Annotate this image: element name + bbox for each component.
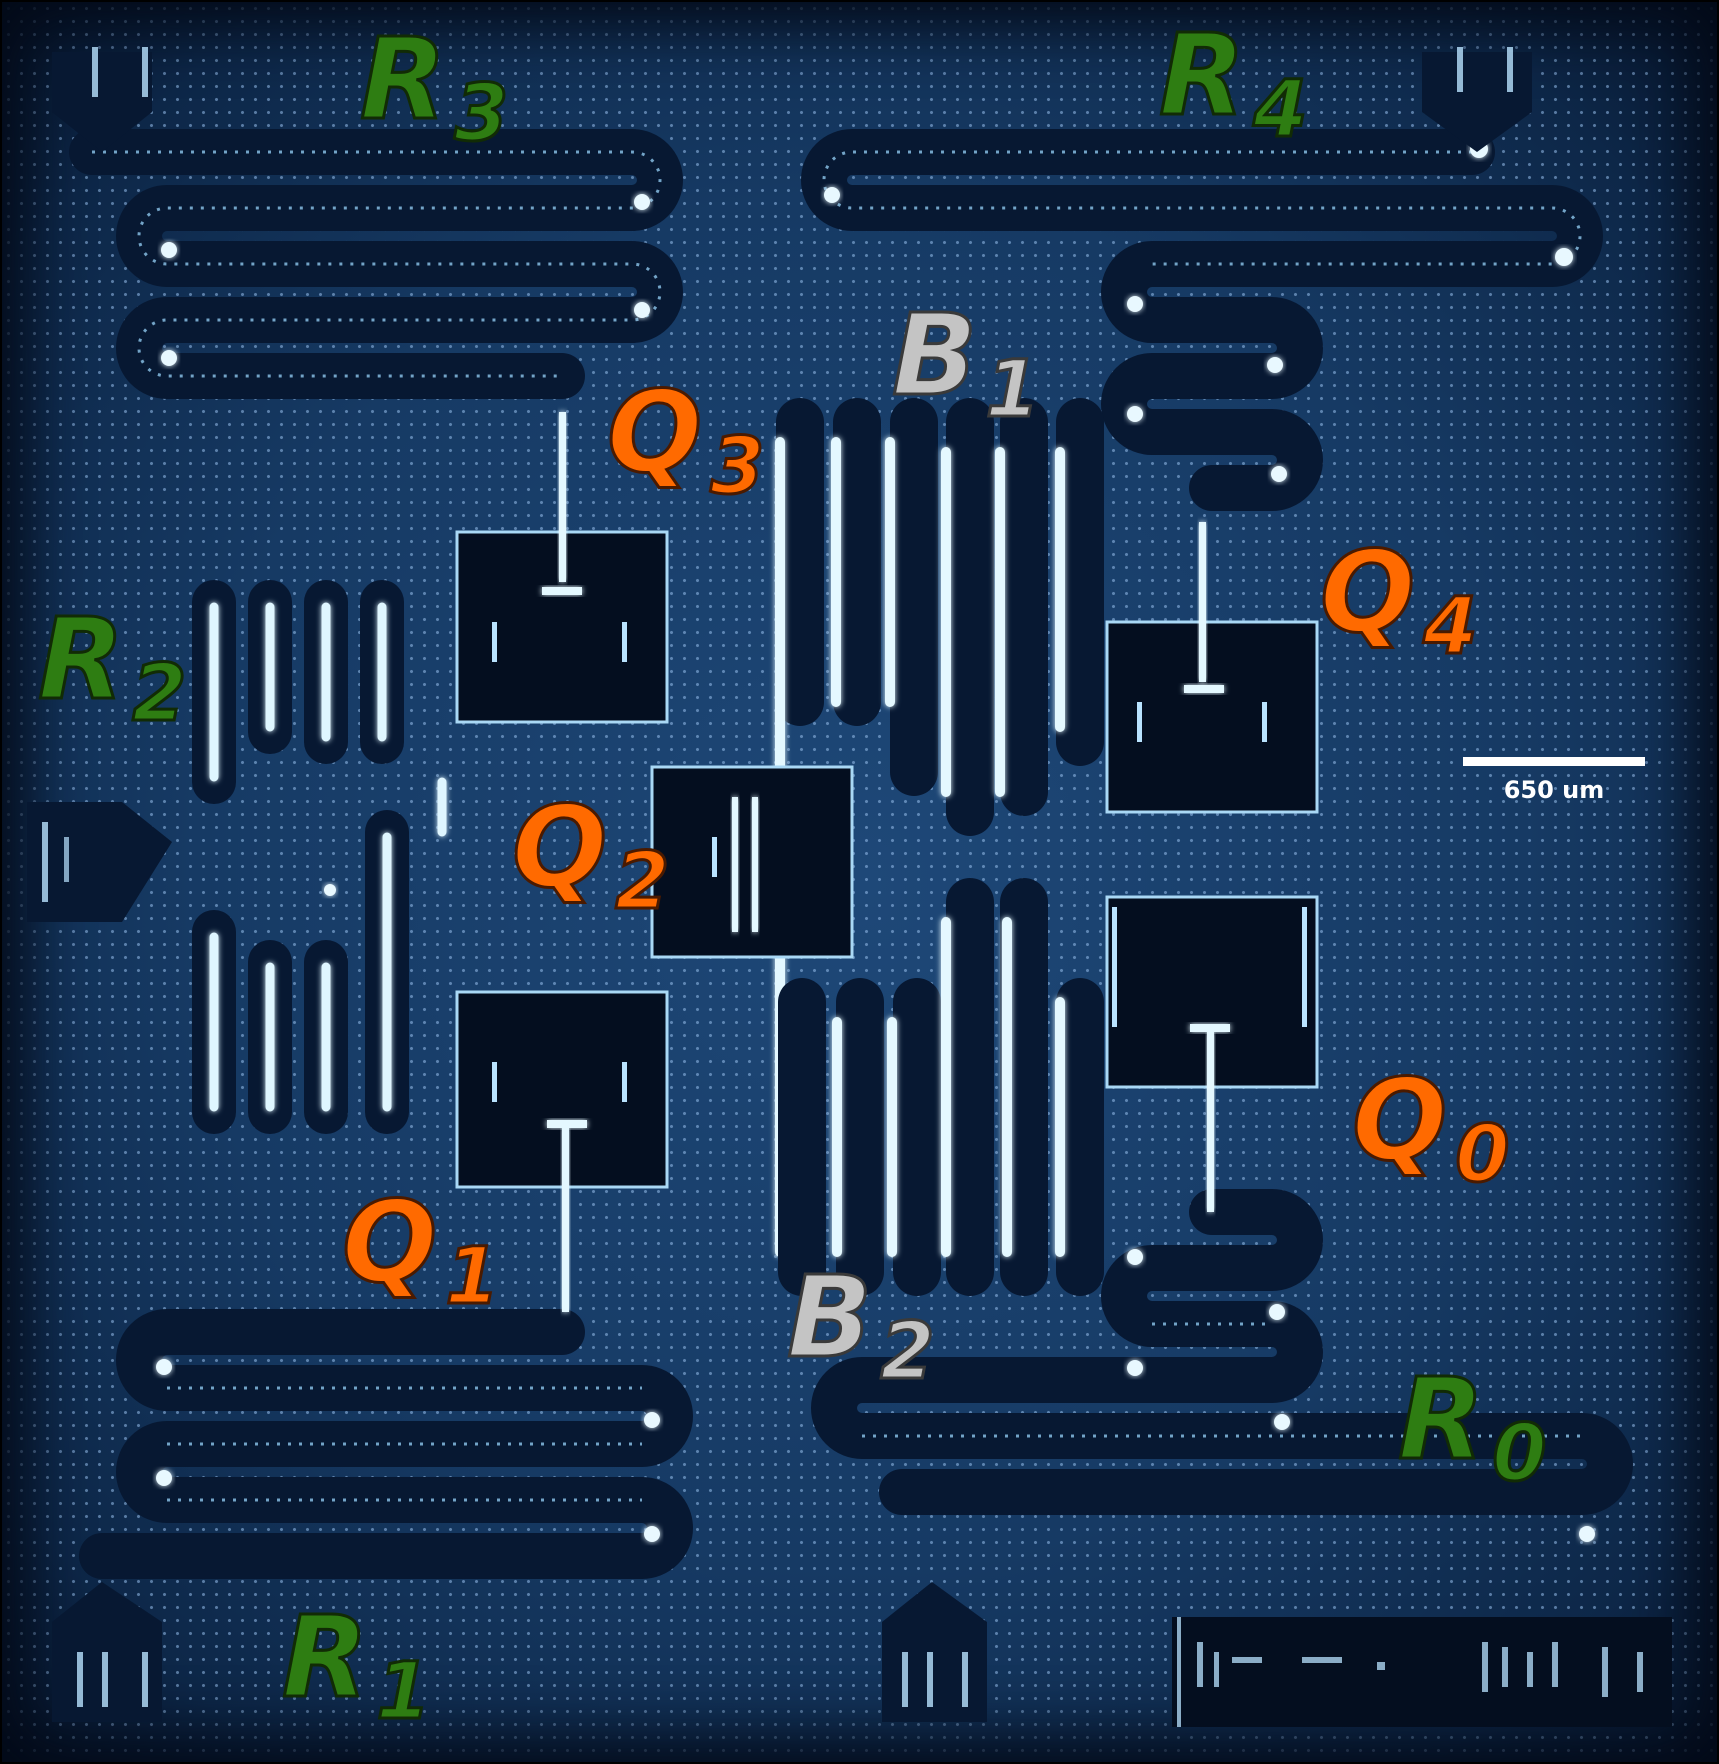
resonator-r0 — [811, 1189, 1672, 1727]
scale-bar — [1463, 757, 1645, 766]
label-r3-letter: R — [358, 15, 447, 145]
resonator-r1 — [52, 1309, 693, 1722]
label-r0-letter: R — [1396, 1355, 1485, 1485]
label-q0-index: 0 — [1454, 1110, 1511, 1200]
resonator-r2 — [27, 580, 447, 1134]
label-r1-index: 1 — [375, 1647, 432, 1737]
label-r4-letter: R — [1157, 11, 1246, 141]
bus-b2 — [778, 878, 1104, 1296]
label-q4-index: 4 — [1422, 582, 1479, 672]
qubit-q4 — [1105, 522, 1319, 814]
resonator-r4 — [801, 47, 1603, 511]
label-q1-index: 1 — [444, 1232, 501, 1322]
qubit-q2 — [650, 765, 854, 959]
qubit-q0 — [1105, 895, 1319, 1212]
scale-bar-label: 650 um — [1503, 776, 1605, 804]
resonator-r3 — [52, 47, 683, 399]
label-r2-letter: R — [36, 595, 125, 725]
label-b1-index: 1 — [984, 345, 1041, 435]
label-b1-letter: B — [890, 291, 978, 421]
label-q2-letter: Q — [510, 783, 608, 913]
label-q3-letter: Q — [605, 368, 703, 498]
label-b2-letter: B — [785, 1253, 873, 1383]
label-q1-letter: Q — [340, 1178, 438, 1308]
label-r1-letter: R — [280, 1593, 369, 1723]
label-r3-index: 3 — [453, 69, 510, 159]
label-r0-index: 0 — [1491, 1409, 1548, 1499]
label-q2-index: 2 — [614, 837, 671, 927]
label-r4-index: 4 — [1252, 65, 1309, 155]
label-r2-index: 2 — [131, 649, 188, 739]
qubit-q1 — [455, 990, 669, 1312]
qubit-q3 — [455, 412, 669, 724]
label-b2-index: 2 — [879, 1307, 936, 1397]
label-q0-letter: Q — [1350, 1056, 1448, 1186]
label-q4-letter: Q — [1318, 528, 1416, 658]
label-q3-index: 3 — [709, 422, 766, 512]
